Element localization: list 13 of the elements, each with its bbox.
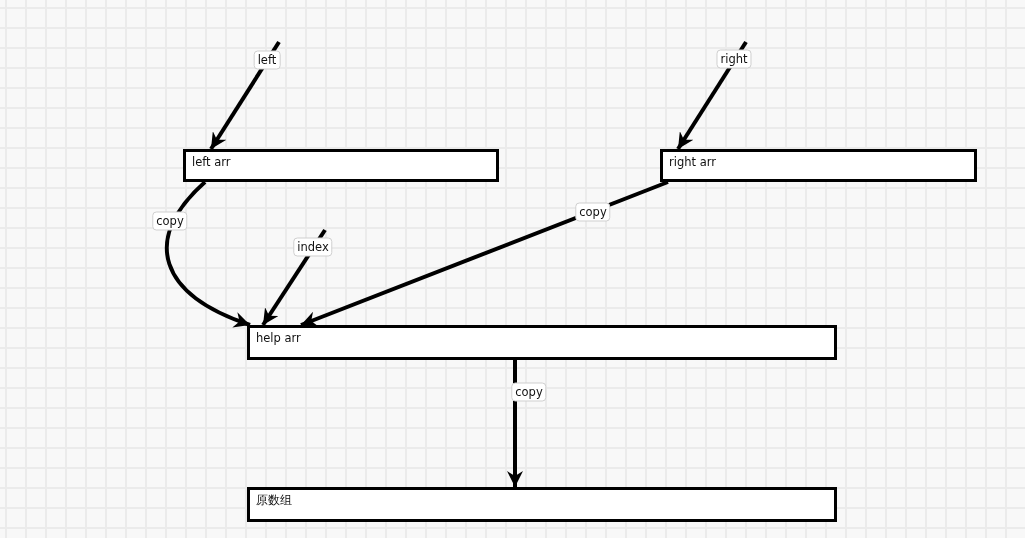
edge-label: left	[253, 50, 281, 70]
array-box: right arr	[660, 149, 977, 182]
edge-label: copy	[152, 211, 188, 231]
arrow	[300, 180, 669, 327]
edge-label: right	[716, 49, 752, 69]
edge-label: index	[293, 237, 333, 257]
edge-label: copy	[575, 202, 611, 222]
arrow	[507, 360, 523, 487]
array-box: 原数组	[247, 487, 837, 522]
array-box: left arr	[183, 149, 499, 182]
edge-label: copy	[511, 382, 547, 402]
arrow	[165, 180, 251, 327]
array-box: help arr	[247, 325, 837, 360]
